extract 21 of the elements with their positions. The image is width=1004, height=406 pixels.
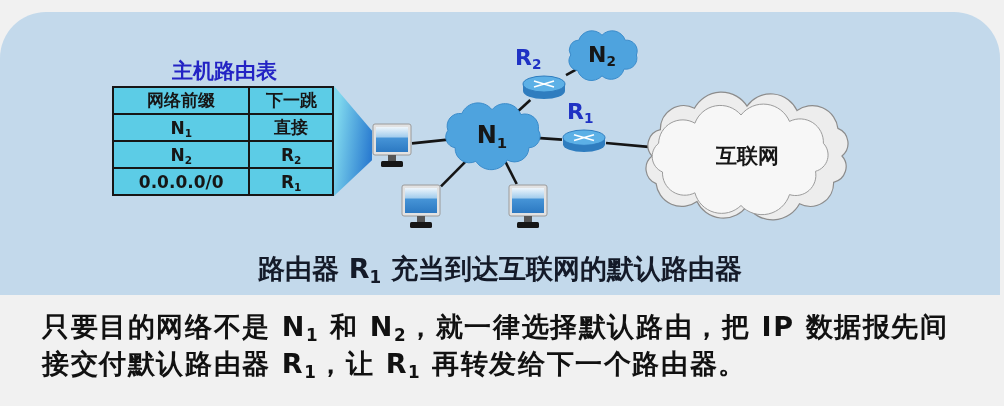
panel-caption: 路由器 R$_{1}$ 充当到达互联网的默认路由器 xyxy=(258,253,742,285)
connection-line xyxy=(503,159,518,185)
column-header: 下一跳 xyxy=(249,87,333,114)
panel xyxy=(0,12,1000,295)
connection-line xyxy=(411,138,449,145)
table-cell: N$_{1}$ xyxy=(113,114,250,141)
computer-icon xyxy=(401,184,441,229)
note-text: 只要目的网络不是 N$_{1}$ 和 N$_{2}$，就一律选择默认路由，把 IP 数据报先间接交付默认路由器 R$_{1}$，让 R$_{1}$ 再转发给下一个路由器。 xyxy=(42,310,950,382)
column-header: 网络前缀 xyxy=(113,87,250,114)
computer-icon xyxy=(508,184,548,229)
network-label: N$_{1}$ xyxy=(476,121,508,149)
table-title: 主机路由表 xyxy=(171,59,277,83)
connection-line xyxy=(605,141,649,149)
network-label: N$_{2}$ xyxy=(588,42,616,68)
callout-beam xyxy=(334,86,372,196)
router-label: R$_{1}$ xyxy=(567,99,594,125)
table-cell: N$_{2}$ xyxy=(113,141,250,168)
table-cell: 0.0.0.0/0 xyxy=(113,168,250,195)
computer-icon xyxy=(372,123,412,168)
network-label: 互联网 xyxy=(715,143,779,169)
router-label: R$_{2}$ xyxy=(515,45,542,71)
